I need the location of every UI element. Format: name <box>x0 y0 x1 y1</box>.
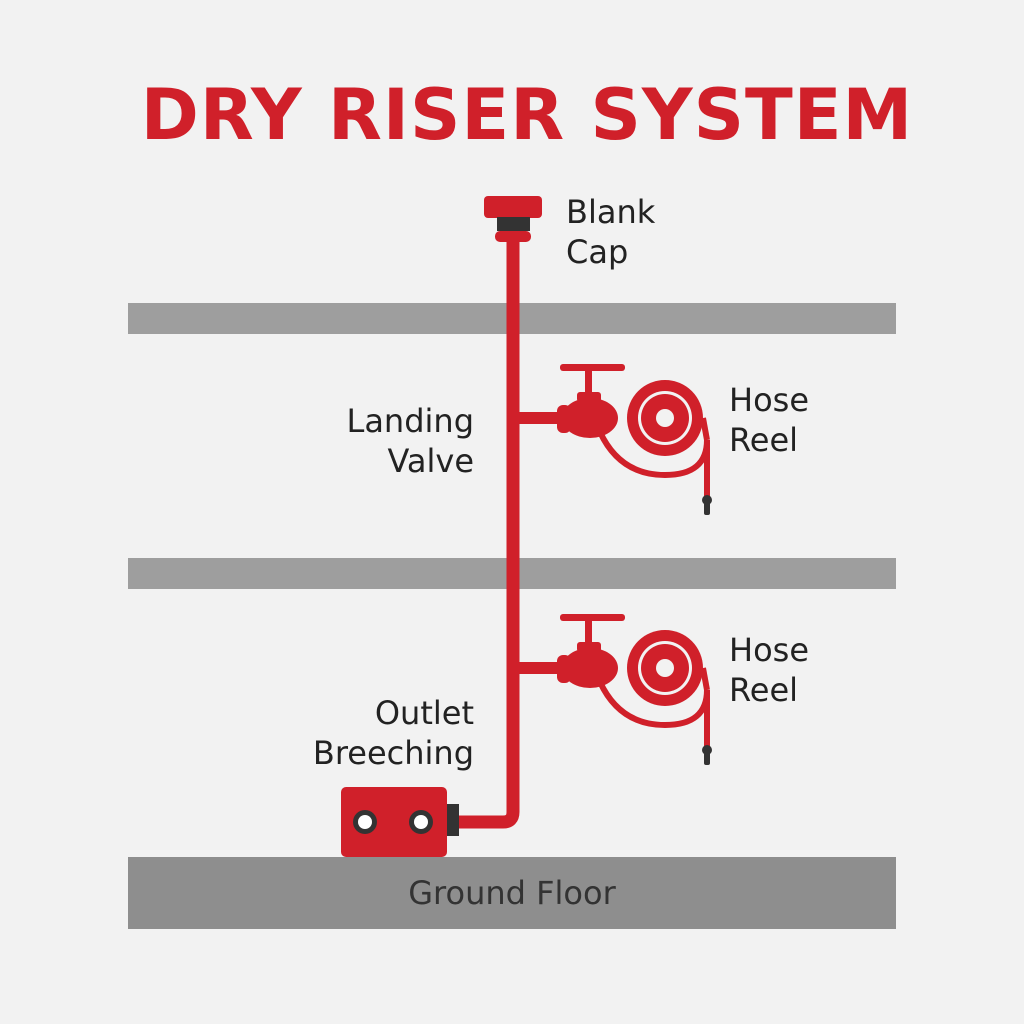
label-line: Valve <box>387 442 474 480</box>
riser-pipe <box>455 235 520 829</box>
hose-reel-upper-label: Hose Reel <box>729 380 809 460</box>
ground-floor-label: Ground Floor <box>408 874 616 912</box>
landing-valve-label: Landing Valve <box>346 401 474 481</box>
label-line: Hose <box>729 381 809 419</box>
label-line: Reel <box>729 671 799 709</box>
outlet-breeching-icon <box>341 787 459 857</box>
landing-valve-hose-reel-upper <box>513 364 712 515</box>
landing-valve-icon <box>513 364 625 438</box>
label-line: Hose <box>729 631 809 669</box>
label-line: Reel <box>729 421 799 459</box>
ground-floor-slab <box>128 857 896 929</box>
hose-reel-icon <box>597 380 712 515</box>
label-line: Blank <box>566 193 656 231</box>
label-line: Breeching <box>312 734 474 772</box>
label-line: Cap <box>566 233 629 271</box>
label-line: Outlet <box>374 694 474 732</box>
page-title: DRY RISER SYSTEM <box>140 74 914 156</box>
landing-valve-hose-reel-lower <box>513 614 712 765</box>
outlet-breeching-label: Outlet Breeching <box>313 693 474 773</box>
blank-cap-icon <box>484 196 542 242</box>
label-line: Landing <box>346 402 474 440</box>
blank-cap-label: Blank Cap <box>566 192 655 272</box>
hose-reel-lower-label: Hose Reel <box>729 630 809 710</box>
